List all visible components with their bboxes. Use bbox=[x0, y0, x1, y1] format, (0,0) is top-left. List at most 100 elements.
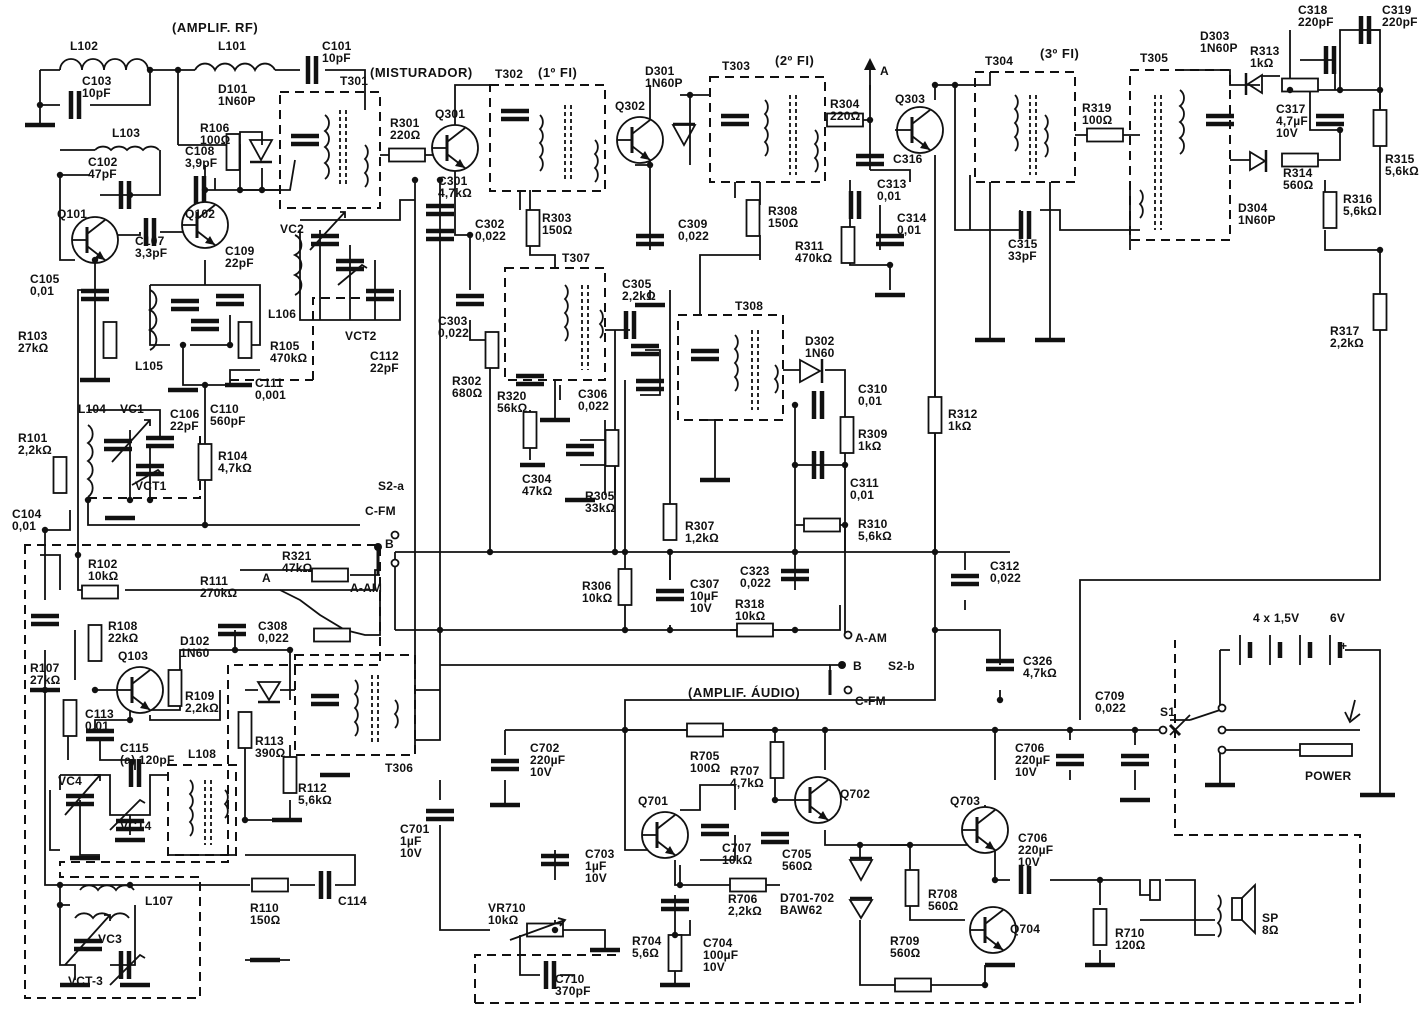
label-c326-line: 4,7kΩ bbox=[1023, 666, 1057, 680]
c315-capacitor bbox=[1018, 211, 1032, 239]
label-c312-line: C312 bbox=[990, 559, 1020, 573]
label-c313-line: C313 bbox=[877, 177, 907, 191]
r708-resistor bbox=[904, 869, 920, 907]
r315-resistor bbox=[1372, 109, 1388, 147]
r312-resistor bbox=[927, 396, 943, 434]
t305-primary bbox=[1178, 89, 1185, 155]
resistors bbox=[52, 77, 1388, 993]
label-r304-line: 220Ω bbox=[830, 109, 861, 123]
c323-capacitor bbox=[781, 568, 809, 582]
label-l105: L105 bbox=[135, 359, 163, 373]
label-vct3-line: VCT-3 bbox=[68, 974, 103, 988]
label-r319-line: R319 bbox=[1082, 101, 1112, 115]
q101-transistor bbox=[71, 216, 119, 264]
r320-resistor bbox=[522, 411, 538, 449]
c104-capacitor bbox=[31, 613, 59, 627]
label-l108: L108 bbox=[188, 747, 216, 761]
label-r318-line: R318 bbox=[735, 597, 765, 611]
label-c701-line: C701 bbox=[400, 822, 430, 836]
d701-symbol bbox=[848, 859, 874, 882]
label-r303-line: 150Ω bbox=[542, 223, 573, 237]
c319-capacitor bbox=[1358, 16, 1372, 44]
label-c704-line: 100µF bbox=[703, 948, 738, 962]
label-r708-line: 560Ω bbox=[928, 899, 959, 913]
label-r313-line: 1kΩ bbox=[1250, 56, 1274, 70]
label-c314-line: 0,01 bbox=[897, 223, 921, 237]
r101-resistor bbox=[52, 456, 68, 494]
vct4-trim bbox=[109, 798, 146, 831]
t301-shield bbox=[279, 91, 381, 209]
c305b-capacitor bbox=[631, 343, 659, 357]
label-sections-audio-amp: (AMPLIF. ÁUDIO) bbox=[688, 685, 800, 700]
switch-s2[interactable] bbox=[374, 530, 853, 696]
label-vct1-line: VCT1 bbox=[135, 479, 167, 493]
label-r311-line: R311 bbox=[795, 239, 824, 253]
switch-s1[interactable] bbox=[1158, 703, 1353, 757]
t303-secondary bbox=[813, 129, 819, 173]
label-r309-line: R309 bbox=[858, 427, 888, 441]
label-q704: Q704 bbox=[1010, 922, 1040, 936]
vct2-trim bbox=[337, 263, 368, 286]
label-r710-line: R710 bbox=[1115, 926, 1145, 940]
label-c309-line: 0,022 bbox=[678, 229, 709, 243]
c705-capacitor bbox=[761, 831, 789, 845]
label-t306: T306 bbox=[385, 761, 413, 775]
d702-symbol bbox=[848, 899, 874, 920]
label-t308-line: T308 bbox=[735, 299, 763, 313]
label-t304: T304 bbox=[985, 54, 1013, 68]
label-t307-line: T307 bbox=[562, 251, 590, 265]
label-c702-line: 220µF bbox=[530, 753, 565, 767]
label-q102: Q102 bbox=[185, 207, 215, 221]
label-c704-line: C704 bbox=[703, 936, 733, 950]
label-c706a-line: 10V bbox=[1015, 765, 1037, 779]
label-c706b-line: C706 bbox=[1018, 831, 1048, 845]
am-osc-box bbox=[24, 544, 381, 999]
q704-transistor bbox=[969, 906, 1017, 954]
label-l103: L103 bbox=[112, 126, 140, 140]
label-switch-s2a: S2-a bbox=[378, 479, 404, 493]
label-q702-line: Q702 bbox=[840, 787, 870, 801]
label-l102-line: L102 bbox=[70, 39, 98, 53]
label-c317-line: 10V bbox=[1276, 126, 1298, 140]
q703-transistor bbox=[961, 806, 1009, 854]
diodes bbox=[248, 73, 1280, 920]
label-t305-line: T305 bbox=[1140, 51, 1168, 65]
c103-capacitor bbox=[68, 91, 82, 119]
label-r312-line: R312 bbox=[948, 407, 978, 421]
label-q702: Q702 bbox=[840, 787, 870, 801]
l103-coil bbox=[94, 145, 160, 152]
label-r101-line: 2,2kΩ bbox=[18, 443, 52, 457]
label-switch-node-a-top: A bbox=[880, 64, 889, 78]
t301-primary bbox=[323, 114, 330, 180]
label-c109-line: C109 bbox=[225, 244, 255, 258]
q303-transistor bbox=[896, 106, 944, 154]
r307-resistor bbox=[662, 503, 678, 541]
label-c306-line: C306 bbox=[578, 387, 608, 401]
label-c304-line: 47kΩ bbox=[522, 484, 553, 498]
t307-cap-capacitor bbox=[516, 373, 544, 387]
c302a-capacitor bbox=[426, 203, 454, 217]
r105-resistor bbox=[237, 321, 253, 359]
c316-capacitor bbox=[856, 153, 884, 167]
label-switch-c-fm-top: C-FM bbox=[365, 504, 396, 518]
label-r102-line: R102 bbox=[88, 557, 118, 571]
